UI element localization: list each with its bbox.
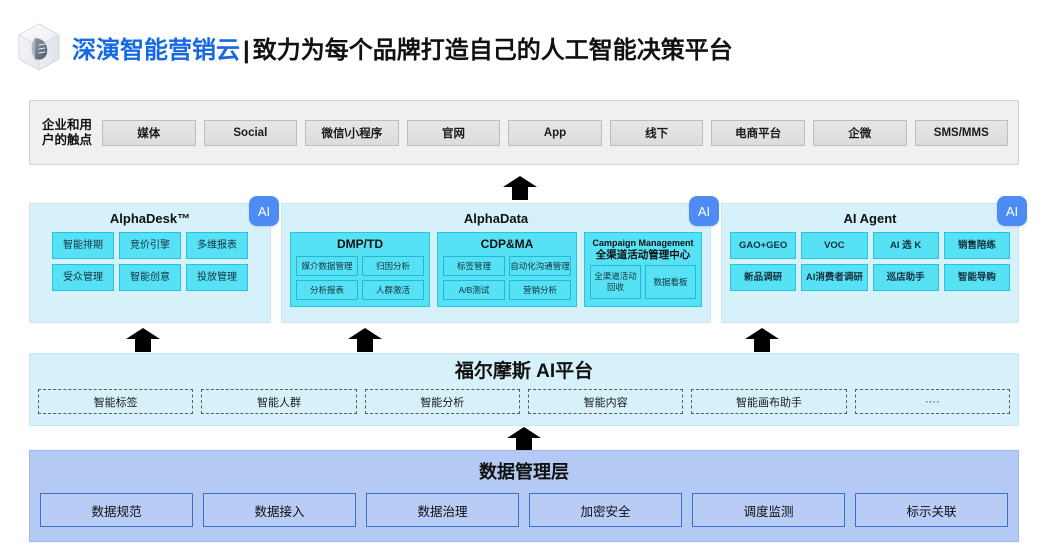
subpanel-title-cdp: CDP&MA	[480, 237, 534, 251]
arrow-up-icon	[126, 328, 160, 352]
cdp-cell[interactable]: 自动化沟通管理	[509, 256, 571, 276]
holmes-capability[interactable]: 智能内容	[527, 389, 684, 414]
touchpoints-label: 企业和用户的触点	[42, 117, 93, 147]
touchpoint-item[interactable]: App	[508, 119, 602, 146]
arrow-up-icon	[503, 176, 537, 200]
campaign-title-en: Campaign Management	[592, 238, 694, 248]
panel-alphadesk: AI AlphaDesk™ 智能排期 竞价引擎 多维报表 受众管理 智能创意 投…	[29, 196, 279, 323]
data-layer-item[interactable]: 数据规范	[40, 493, 193, 527]
ai-agent-cell[interactable]: 销售陪练	[943, 232, 1010, 259]
hexagon-cube-logo-icon	[16, 22, 62, 72]
ai-agent-cell[interactable]: AI消费者调研	[801, 264, 868, 291]
touchpoint-item[interactable]: Social	[203, 119, 298, 146]
subpanel-dmp-td: DMP/TD 媒介数据管理 归因分析 分析报表 人群激活	[290, 232, 430, 307]
touchpoint-item[interactable]: SMS/MMS	[914, 119, 1009, 146]
touchpoint-item[interactable]: 微信\小程序	[305, 119, 399, 146]
data-layer-item[interactable]: 数据接入	[203, 493, 356, 527]
brand-name: 深演智能营销云	[72, 36, 240, 64]
product-layer: AI AlphaDesk™ 智能排期 竞价引擎 多维报表 受众管理 智能创意 投…	[29, 196, 1027, 323]
holmes-capability-list: 智能标签 智能人群 智能分析 智能内容 智能画布助手 ····	[38, 389, 1010, 414]
data-management-layer: 数据管理层 数据规范 数据接入 数据治理 加密安全 调度监测 标示关联	[29, 450, 1019, 542]
holmes-title: 福尔摩斯 AI平台	[454, 361, 594, 382]
panel-alphadata: AI AlphaData DMP/TD 媒介数据管理 归因分析 分析报表 人群激…	[281, 196, 719, 323]
data-layer-item[interactable]: 标示关联	[855, 493, 1008, 527]
alphadesk-cell[interactable]: 智能创意	[119, 264, 181, 291]
panel-title-ai-agent: AI Agent	[843, 211, 897, 226]
ai-agent-cell[interactable]: 智能导购	[943, 264, 1010, 291]
cdp-cells: 标签管理 自动化沟通管理 A/B测试 营销分析	[443, 256, 571, 300]
ai-agent-cells: GAO+GEO VOC AI 选 K 销售陪练 新品调研 AI消费者调研 巡店助…	[730, 232, 1010, 291]
holmes-ai-platform: 福尔摩斯 AI平台 智能标签 智能人群 智能分析 智能内容 智能画布助手 ···…	[29, 353, 1019, 426]
arrow-up-icon	[348, 328, 382, 352]
dmp-cell[interactable]: 媒介数据管理	[296, 256, 358, 276]
ai-badge: AI	[997, 196, 1027, 226]
dmp-cell[interactable]: 分析报表	[296, 280, 358, 300]
ai-agent-cell[interactable]: 新品调研	[730, 264, 797, 291]
data-layer-item[interactable]: 加密安全	[529, 493, 682, 527]
holmes-capability[interactable]: 智能画布助手	[691, 389, 847, 414]
touchpoint-item[interactable]: 企微	[812, 119, 907, 146]
alphadesk-cell[interactable]: 受众管理	[52, 264, 114, 291]
panel-title-alphadata: AlphaData	[463, 211, 529, 226]
campaign-title-cn: 全渠道活动管理中心	[595, 249, 691, 261]
alphadesk-cell[interactable]: 竞价引擎	[119, 232, 181, 259]
campaign-cell[interactable]: 数据看板	[645, 265, 696, 299]
ai-badge: AI	[249, 196, 279, 226]
ai-agent-cell[interactable]: GAO+GEO	[730, 232, 797, 259]
cdp-cell[interactable]: A/B测试	[443, 280, 505, 300]
alphadesk-cells: 智能排期 竞价引擎 多维报表 受众管理 智能创意 投放管理	[38, 232, 262, 291]
holmes-capability-more[interactable]: ····	[854, 389, 1010, 414]
subpanel-title-campaign: Campaign Management 全渠道活动管理中心	[590, 237, 696, 261]
touchpoints-band: 企业和用户的触点 媒体 Social 微信\小程序 官网 App 线下 电商平台…	[29, 100, 1019, 165]
page-title: 深演智能营销云|致力为每个品牌打造自己的人工智能决策平台	[72, 30, 733, 65]
arrow-up-icon	[745, 328, 779, 352]
data-layer-list: 数据规范 数据接入 数据治理 加密安全 调度监测 标示关联	[40, 493, 1008, 527]
alphadesk-cell[interactable]: 智能排期	[52, 232, 114, 259]
tagline: 致力为每个品牌打造自己的人工智能决策平台	[252, 36, 733, 64]
campaign-cells: 全渠道活动回收 数据看板	[590, 265, 696, 299]
subpanel-cdp-ma: CDP&MA 标签管理 自动化沟通管理 A/B测试 营销分析	[437, 232, 577, 307]
page-header: 深演智能营销云|致力为每个品牌打造自己的人工智能决策平台	[16, 22, 733, 72]
cdp-cell[interactable]: 标签管理	[443, 256, 505, 276]
ai-agent-cell[interactable]: 巡店助手	[872, 264, 939, 291]
dmp-cell[interactable]: 归因分析	[362, 256, 424, 276]
panel-ai-agent: AI AI Agent GAO+GEO VOC AI 选 K 销售陪练 新品调研…	[721, 196, 1027, 323]
alphadesk-cell[interactable]: 投放管理	[186, 264, 248, 291]
data-layer-title: 数据管理层	[479, 462, 569, 482]
ai-badge: AI	[689, 196, 719, 226]
ai-agent-cell[interactable]: AI 选 K	[872, 232, 939, 259]
cdp-cell[interactable]: 营销分析	[509, 280, 571, 300]
holmes-capability[interactable]: 智能人群	[201, 389, 357, 414]
alphadesk-cell[interactable]: 多维报表	[186, 232, 248, 259]
title-separator: |	[243, 36, 250, 64]
alphadata-groups: DMP/TD 媒介数据管理 归因分析 分析报表 人群激活 CDP&MA 标签管理…	[290, 232, 702, 307]
subpanel-campaign-management: Campaign Management 全渠道活动管理中心 全渠道活动回收 数据…	[584, 232, 702, 307]
campaign-cell[interactable]: 全渠道活动回收	[590, 265, 641, 299]
ai-agent-cell[interactable]: VOC	[801, 232, 868, 259]
data-layer-item[interactable]: 调度监测	[692, 493, 845, 527]
arrow-up-icon	[507, 427, 541, 451]
data-layer-item[interactable]: 数据治理	[366, 493, 519, 527]
touchpoint-item[interactable]: 线下	[609, 119, 704, 146]
touchpoint-item[interactable]: 媒体	[102, 119, 196, 146]
holmes-capability[interactable]: 智能分析	[364, 389, 520, 414]
dmp-cell[interactable]: 人群激活	[362, 280, 424, 300]
panel-title-alphadesk: AlphaDesk™	[109, 211, 191, 226]
holmes-capability[interactable]: 智能标签	[38, 389, 194, 414]
touchpoint-item[interactable]: 官网	[406, 119, 501, 146]
touchpoint-item[interactable]: 电商平台	[711, 119, 805, 146]
dmp-cells: 媒介数据管理 归因分析 分析报表 人群激活	[296, 256, 424, 300]
touchpoints-list: 媒体 Social 微信\小程序 官网 App 线下 电商平台 企微 SMS/M…	[94, 119, 1018, 146]
subpanel-title-dmp: DMP/TD	[337, 237, 383, 251]
